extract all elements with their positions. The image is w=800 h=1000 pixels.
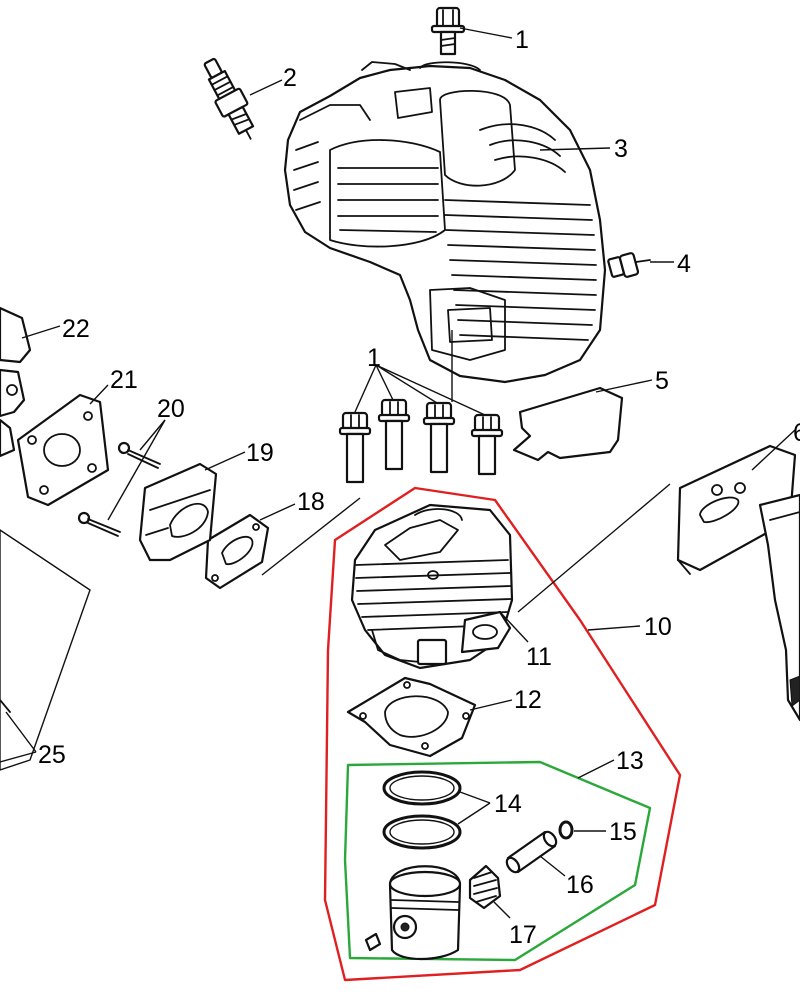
leader-18-link (261, 497, 361, 576)
cylinder-shroud[interactable] (283, 61, 607, 384)
carburetor-gasket[interactable] (16, 393, 110, 507)
leader-14a (459, 791, 491, 804)
callout-13: 13 (616, 747, 644, 775)
callout-1-top: 1 (515, 26, 529, 54)
callout-25: 25 (38, 741, 66, 769)
leader-20b (107, 419, 166, 521)
intake-gasket[interactable] (204, 513, 270, 590)
bolt-top[interactable] (430, 6, 466, 56)
spark-plug[interactable] (197, 55, 263, 146)
leader-25b (5, 711, 37, 753)
leader-20a (139, 419, 166, 451)
piston-rings[interactable] (382, 770, 462, 850)
bolt-a[interactable] (338, 411, 372, 484)
callout-14: 14 (494, 790, 522, 818)
callout-17: 17 (509, 921, 537, 949)
callout-1-bolts: 1 (367, 344, 381, 372)
leader-16 (539, 855, 566, 877)
callout-21: 21 (110, 366, 138, 394)
cylinder[interactable] (350, 503, 514, 670)
leader-17 (493, 901, 511, 919)
bolt-b[interactable] (377, 398, 411, 471)
leader-10-cyl (517, 483, 671, 613)
leaders-1-bolts (354, 330, 486, 416)
cylinder-gasket[interactable] (346, 676, 477, 758)
callout-18: 18 (297, 488, 325, 516)
callout-3: 3 (614, 135, 628, 163)
leader-21 (89, 384, 109, 405)
callout-16: 16 (566, 871, 594, 899)
screw-4[interactable] (607, 252, 651, 278)
leader-11 (499, 611, 529, 643)
callout-19: 19 (246, 439, 274, 467)
leader-12 (469, 699, 513, 711)
callout-5: 5 (655, 367, 669, 395)
callout-15: 15 (609, 818, 637, 846)
leader-6 (751, 429, 796, 471)
callout-11: 11 (526, 643, 552, 671)
screw-20b[interactable] (77, 511, 121, 537)
callout-4: 4 (677, 250, 691, 278)
leader-22 (21, 325, 61, 339)
piston-kit-outline (343, 760, 652, 962)
leader-3 (539, 147, 611, 151)
leader-14b (457, 802, 491, 825)
callout-2: 2 (283, 64, 297, 92)
bolts-cylinder[interactable] (338, 398, 504, 484)
leader-2 (249, 79, 283, 96)
intake-manifold[interactable] (138, 462, 218, 562)
leader-10 (587, 625, 641, 631)
carburetor[interactable] (0, 306, 32, 458)
needle-bearing[interactable] (468, 864, 502, 910)
callout-6: 6 (793, 419, 800, 447)
circlip[interactable] (558, 820, 574, 840)
bolt-d[interactable] (470, 413, 504, 476)
exhaust-gasket[interactable] (676, 444, 797, 575)
air-filter[interactable] (0, 529, 91, 771)
leader-18 (259, 503, 296, 521)
leader-5 (595, 379, 653, 393)
callout-20: 20 (157, 395, 185, 423)
leader-1-top (459, 27, 513, 39)
piston[interactable] (364, 865, 462, 960)
callout-10: 10 (644, 613, 672, 641)
bolt-c[interactable] (422, 401, 456, 474)
callout-22: 22 (62, 315, 90, 343)
leader-13 (577, 759, 615, 779)
callout-12: 12 (514, 686, 542, 714)
leader-25a (0, 751, 37, 763)
muffler-partial[interactable] (758, 493, 800, 722)
piston-pin[interactable] (504, 830, 558, 875)
heat-shield-plate[interactable] (512, 386, 624, 462)
cylinder-kit-outline (323, 486, 682, 982)
leader-19 (204, 451, 246, 471)
